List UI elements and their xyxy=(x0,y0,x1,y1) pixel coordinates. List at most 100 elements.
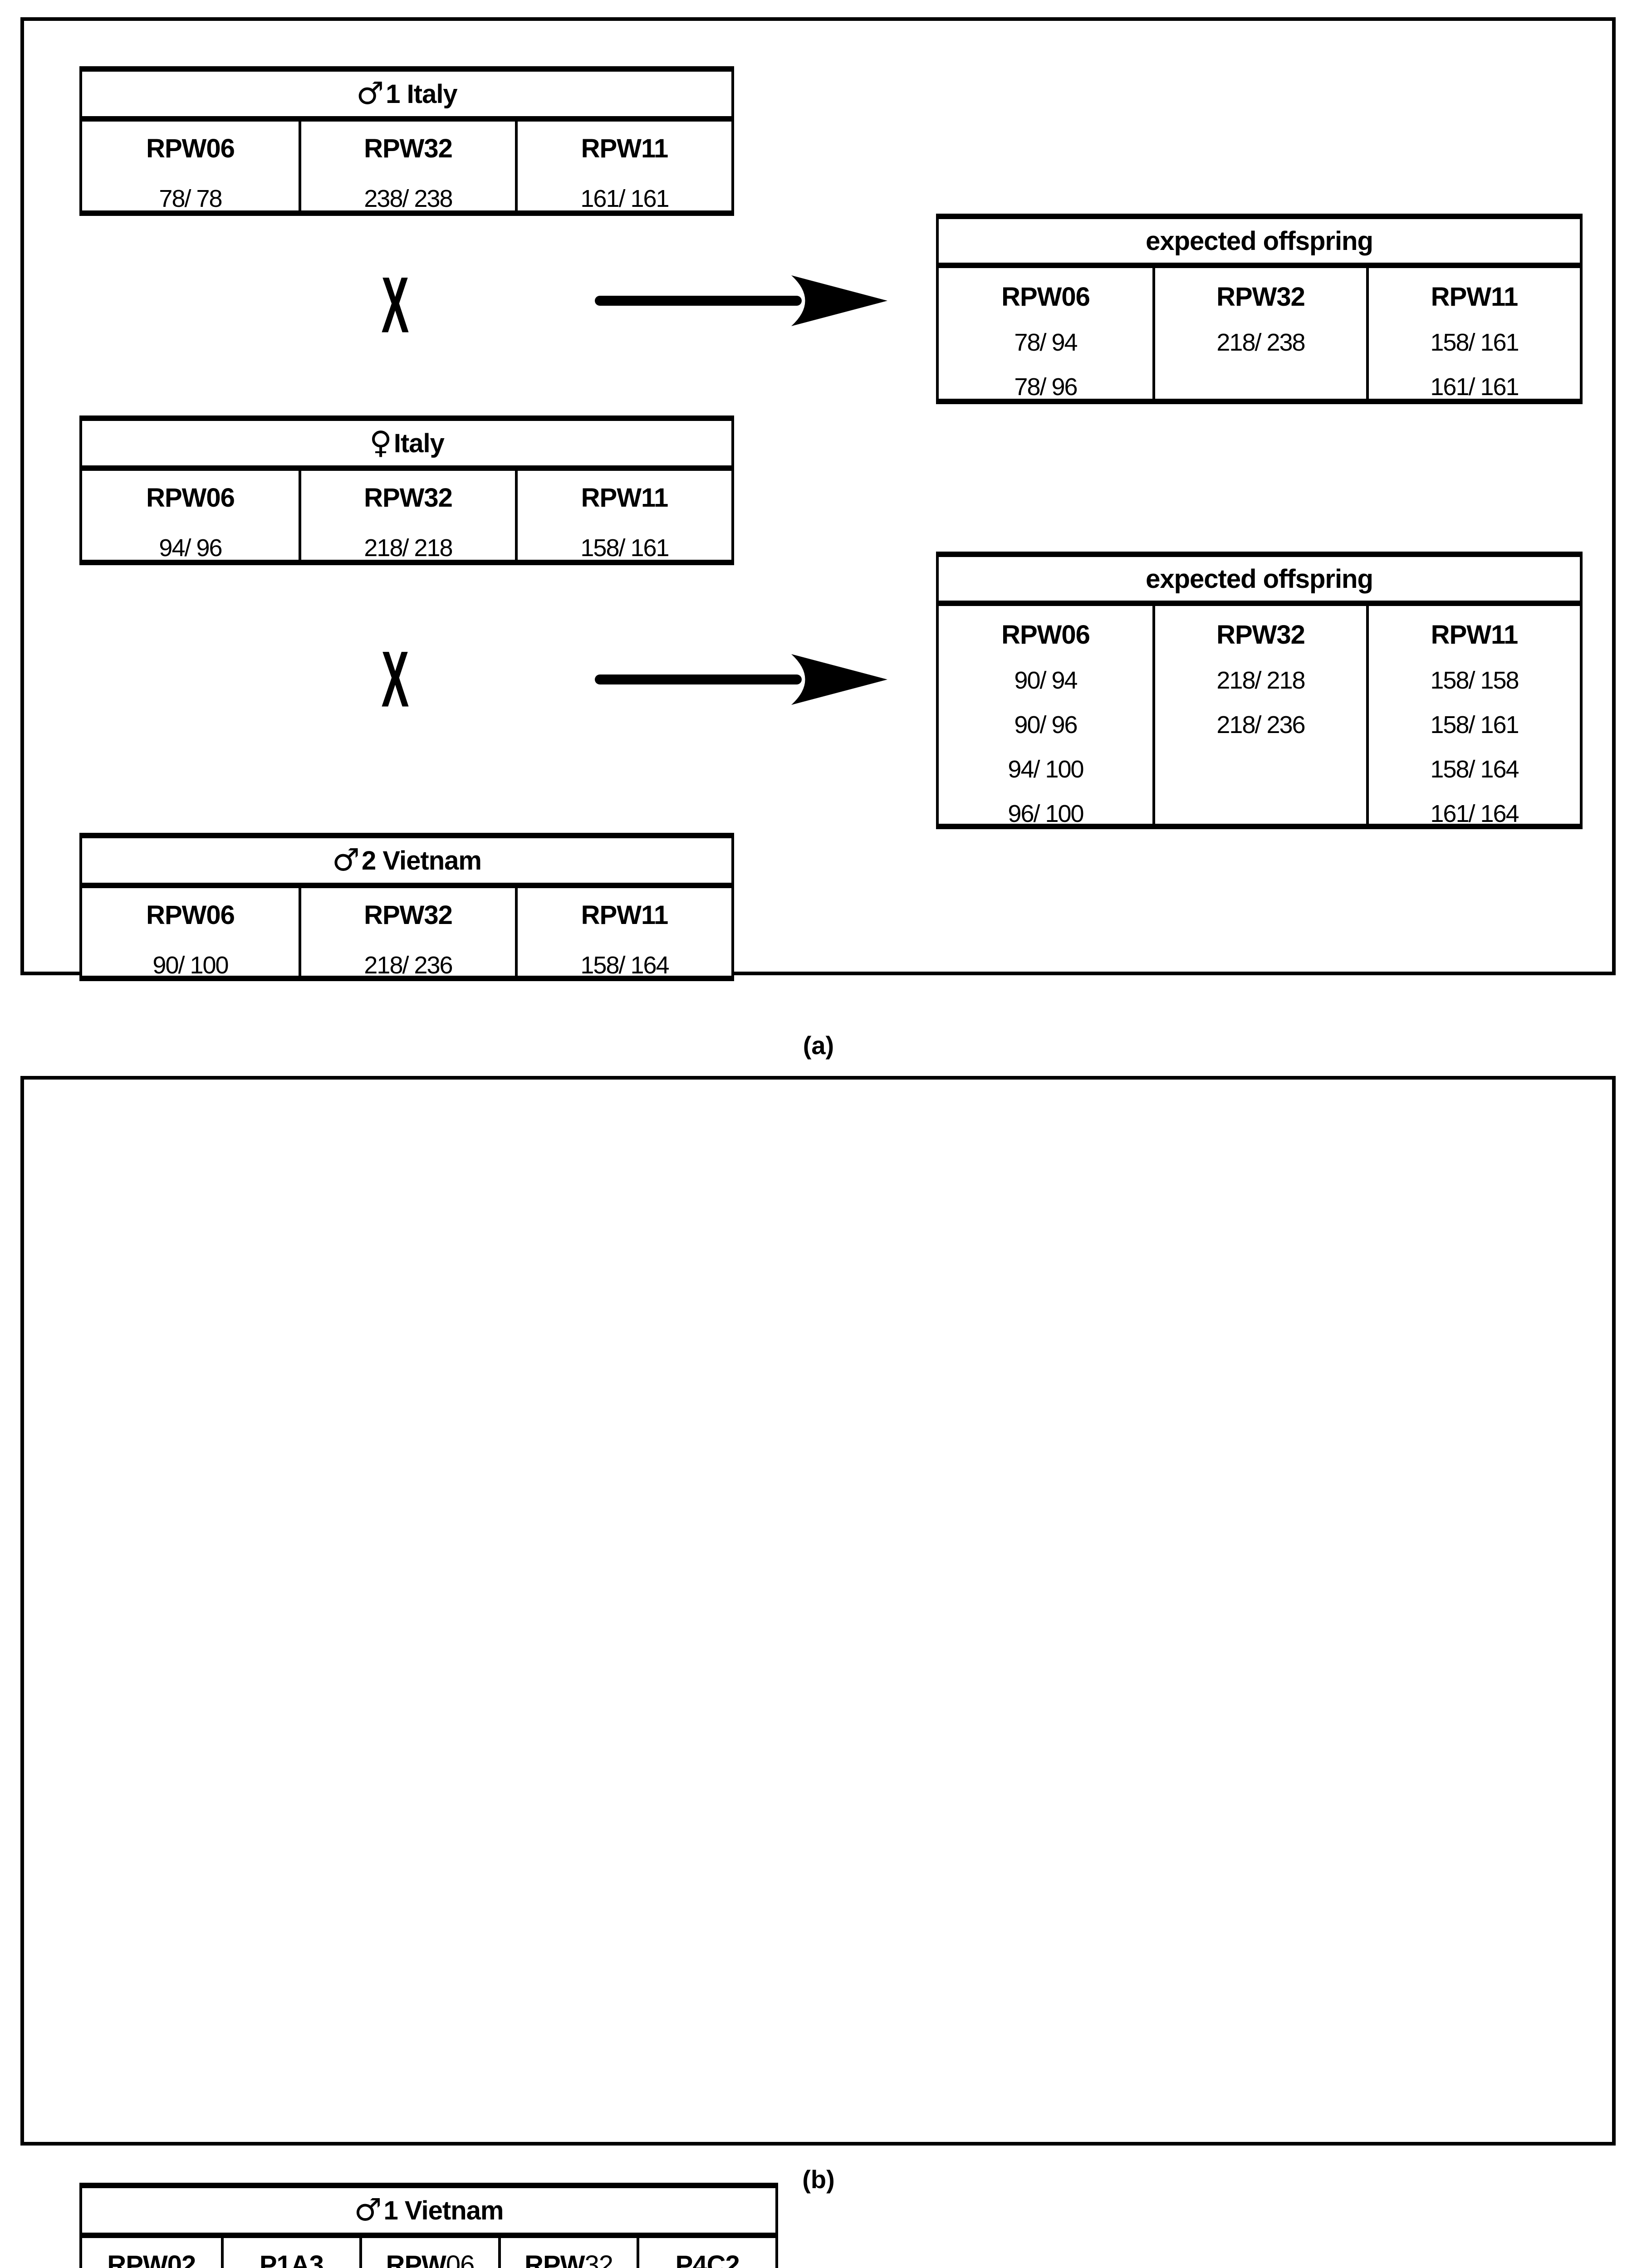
table-body: RPW06 90/ 100 RPW32 218/ 236 RPW11 158/ 164 xyxy=(82,888,731,979)
marker-column: P4C2163/ 165 xyxy=(637,2238,775,2268)
marker-column: RPW11 161/ 161 xyxy=(515,122,731,213)
male-icon: ♂ xyxy=(332,842,360,878)
table-title: ♀Italy xyxy=(82,421,731,471)
genotype-value: 78/ 78 xyxy=(159,185,222,212)
table-title: expected offspring xyxy=(939,219,1580,268)
genotype-value: 94/ 96 xyxy=(159,534,222,562)
table-title-label: 1 Italy xyxy=(386,79,457,109)
table-title-label: 2 Vietnam xyxy=(362,846,482,875)
marker-column: RPW32 238/ 238 xyxy=(299,122,515,213)
marker-header: RPW06 xyxy=(146,134,235,163)
table-body: RPW06 90/ 94 90/ 96 94/ 100 96/ 100 RPW32 218/… xyxy=(939,606,1580,828)
marker-column: RPW06 90/ 94 90/ 96 94/ 100 96/ 100 xyxy=(939,606,1152,828)
genotype-value: 96/ 100 xyxy=(1008,800,1084,827)
panel-a-caption: (a) xyxy=(803,1031,834,1060)
panel-b-caption: (b) xyxy=(802,2165,835,2194)
genotype-value: 158/ 161 xyxy=(1430,329,1519,356)
arrow-icon xyxy=(595,654,887,705)
genotype-value: 238/ 238 xyxy=(364,185,453,212)
marker-header: P4C2 xyxy=(675,2250,740,2268)
marker-header: RPW11 xyxy=(581,134,669,163)
marker-header: RPW06 xyxy=(146,900,235,930)
cross-symbol: X xyxy=(381,635,409,724)
table-title-label: expected offspring xyxy=(1146,564,1373,594)
genotype-value: 218/ 218 xyxy=(364,534,453,562)
genotype-value: 90/ 96 xyxy=(1014,711,1078,738)
genotype-value: 158/ 161 xyxy=(1430,711,1519,738)
marker-header: RPW11 xyxy=(581,483,669,513)
marker-column: P1A3184/ 184 xyxy=(221,2238,360,2268)
marker-header: RPW06 xyxy=(386,2250,475,2268)
genotype-value: 90/ 100 xyxy=(152,952,229,979)
marker-header: RPW02 xyxy=(107,2250,196,2268)
marker-column: RPW0698/ 98 xyxy=(359,2238,498,2268)
arrow-icon xyxy=(595,275,887,326)
genotype-value: 218/ 236 xyxy=(1216,711,1305,738)
genotype-value: 218/ 218 xyxy=(1216,667,1305,694)
genotype-value: 78/ 96 xyxy=(1014,373,1078,401)
marker-column: RPW32 218/ 236 xyxy=(299,888,515,979)
table-title: ♂1 Vietnam xyxy=(82,2188,775,2238)
genotype-value: 161/ 161 xyxy=(580,185,669,212)
marker-column: RPW32 218/ 218 xyxy=(299,471,515,562)
marker-header: RPW06 xyxy=(1001,620,1090,650)
genotype-value: 94/ 100 xyxy=(1008,756,1084,783)
marker-header: P1A3 xyxy=(259,2250,324,2268)
table-body: RPW06 78/ 78 RPW32 238/ 238 RPW11 161/ 161 xyxy=(82,122,731,213)
table-title: ♂ 2 Vietnam xyxy=(82,838,731,888)
marker-header: RPW11 xyxy=(581,900,669,930)
marker-column: RPW32 218/ 218 218/ 236 xyxy=(1152,606,1366,828)
marker-header: RPW11 xyxy=(1431,282,1519,312)
table-title: ♂1 Italy xyxy=(82,72,731,122)
marker-header: RPW32 xyxy=(364,900,453,930)
marker-column: RPW06 78/ 78 xyxy=(82,122,299,213)
table-title-label: Italy xyxy=(393,428,445,458)
marker-header: RPW32 xyxy=(1216,620,1305,650)
marker-header: RPW32 xyxy=(524,2250,613,2268)
male1-vietnam-table: ♂1 VietnamRPW02304/ 312P1A3184/ 184RPW06… xyxy=(79,2183,778,2268)
marker-column: RPW11 158/ 161 xyxy=(515,471,731,562)
marker-column: RPW02304/ 312 xyxy=(82,2238,221,2268)
female-icon: ♀ xyxy=(369,425,392,461)
marker-header: RPW06 xyxy=(1001,282,1090,312)
genotype-value: 218/ 238 xyxy=(1216,329,1305,356)
table-title: expected offspring xyxy=(939,557,1580,606)
marker-header: RPW32 xyxy=(1216,282,1305,312)
table-body: RPW06 78/ 94 78/ 96 RPW32 218/ 238 RPW11 158/ … xyxy=(939,268,1580,401)
genotype-value: 161/ 161 xyxy=(1430,373,1519,401)
male-icon: ♂ xyxy=(354,2192,382,2228)
marker-column: RPW06 90/ 100 xyxy=(82,888,299,979)
marker-column: RPW32 218/ 238 xyxy=(1152,268,1366,401)
genotype-value: 158/ 164 xyxy=(580,952,669,979)
table-body: RPW06 94/ 96 RPW32 218/ 218 RPW11 158/ 161 xyxy=(82,471,731,562)
genotype-value: 158/ 164 xyxy=(1430,756,1519,783)
marker-column: RPW11 158/ 158 158/ 161 158/ 164 161/ 164 xyxy=(1366,606,1580,828)
male-icon: ♂ xyxy=(356,76,384,112)
marker-header: RPW06 xyxy=(146,483,235,513)
marker-column: RPW11 158/ 164 xyxy=(515,888,731,979)
panel-b: ♂1 VietnamRPW02304/ 312P1A3184/ 184RPW06… xyxy=(20,1076,1616,2268)
table-body: RPW02304/ 312P1A3184/ 184RPW0698/ 98RPW3… xyxy=(82,2238,775,2268)
marker-header: RPW11 xyxy=(1431,620,1519,650)
marker-column: RPW06 94/ 96 xyxy=(82,471,299,562)
genotype-value: 161/ 164 xyxy=(1430,800,1519,827)
marker-column: RPW11 158/ 161 161/ 161 xyxy=(1366,268,1580,401)
table-title-label: expected offspring xyxy=(1146,226,1373,256)
genotype-value: 90/ 94 xyxy=(1014,667,1078,694)
genotype-value: 158/ 158 xyxy=(1430,667,1519,694)
genotype-value: 158/ 161 xyxy=(580,534,669,562)
genotype-value: 218/ 236 xyxy=(364,952,453,979)
marker-header: RPW32 xyxy=(364,134,453,163)
genotype-value: 78/ 94 xyxy=(1014,329,1078,356)
cross-symbol: X xyxy=(381,261,409,350)
marker-header: RPW32 xyxy=(364,483,453,513)
marker-column: RPW06 78/ 94 78/ 96 xyxy=(939,268,1152,401)
